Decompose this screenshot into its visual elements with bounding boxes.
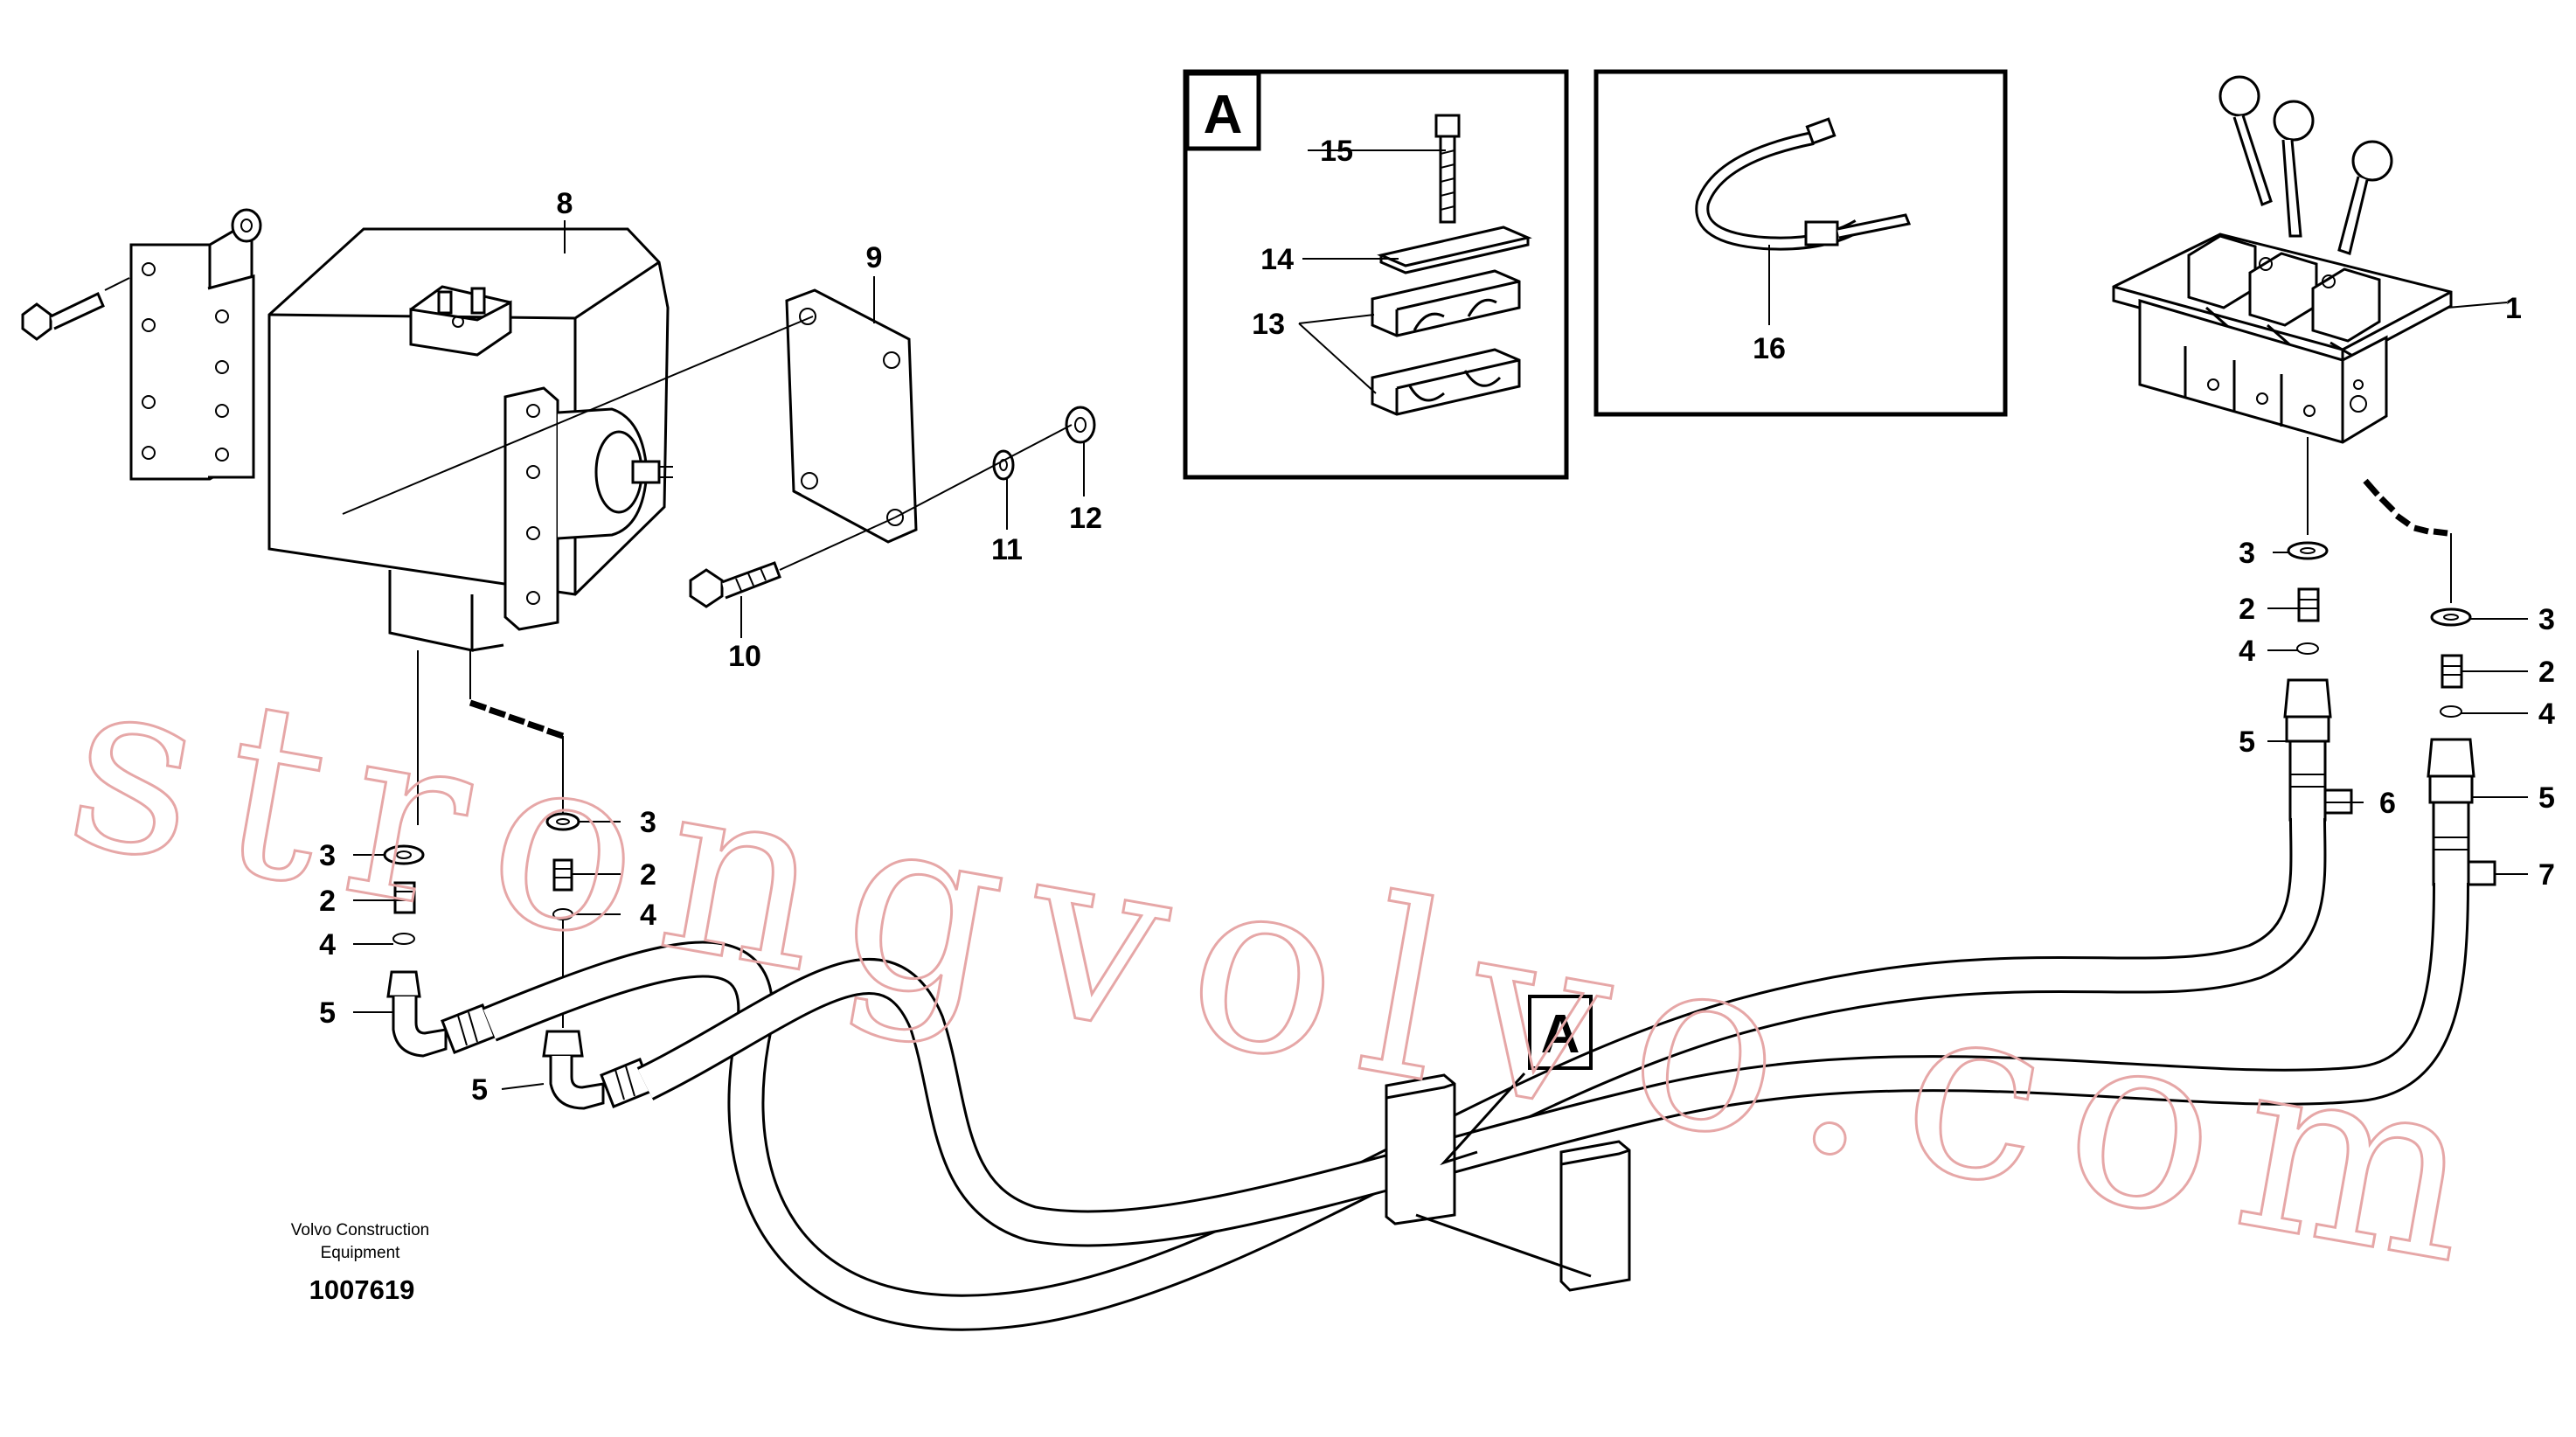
detail-marker-a-label: A — [1541, 1004, 1580, 1065]
callout-5-left-2: 5 — [471, 1073, 488, 1107]
callout-8: 8 — [557, 187, 573, 220]
caption-line-1: Volvo Construction — [291, 1221, 429, 1239]
callout-4-right-1: 4 — [2239, 635, 2255, 668]
cover-plate-9 — [785, 288, 918, 544]
callout-5-right-1: 5 — [2239, 725, 2255, 759]
cable-tie-16 — [1695, 117, 1912, 251]
clamp-half-upper-13 — [1371, 269, 1521, 337]
cable-tie-box — [1594, 69, 2008, 417]
callout-15: 15 — [1320, 135, 1353, 168]
caption-line-2: Equipment — [321, 1244, 401, 1262]
bolt-15 — [1434, 114, 1461, 224]
callout-2-right-1: 2 — [2239, 593, 2255, 626]
main-unit-8 — [267, 227, 673, 652]
callout-4-right-2: 4 — [2538, 698, 2555, 731]
nut-12 — [1065, 406, 1096, 444]
hose-clamp — [1385, 1073, 1631, 1292]
callout-16: 16 — [1753, 332, 1786, 365]
callout-labels: 8 9 10 11 12 13 14 15 16 1 3 2 4 5 3 2 4… — [319, 135, 2555, 1107]
bolt-10 — [689, 561, 781, 608]
callout-2-right-2: 2 — [2538, 656, 2555, 689]
control-valve-1 — [2112, 75, 2453, 444]
callout-11: 11 — [991, 533, 1023, 566]
callout-4-left-1: 4 — [319, 928, 336, 961]
callout-3-left-1: 3 — [319, 839, 336, 872]
drawing-number: 1007619 — [309, 1274, 415, 1305]
callout-3-right-1: 3 — [2239, 537, 2255, 570]
fitting-group-right-2 — [2363, 478, 2496, 886]
callout-1: 1 — [2505, 292, 2522, 325]
callout-5-right-2: 5 — [2538, 781, 2555, 815]
clamp-half-lower-13 — [1371, 348, 1521, 416]
callout-10: 10 — [728, 640, 761, 673]
hose-2 — [636, 882, 2469, 1247]
publisher-caption: Volvo Construction Equipment 1007619 — [291, 1221, 429, 1305]
callout-14: 14 — [1260, 243, 1294, 276]
callout-6: 6 — [2379, 787, 2396, 820]
callout-5-left-1: 5 — [319, 996, 336, 1030]
callout-2-left-2: 2 — [640, 858, 656, 892]
callout-12: 12 — [1069, 502, 1102, 535]
detail-marker-a: A — [1440, 995, 1593, 1166]
mounting-bracket — [21, 208, 262, 481]
detail-box-a: A — [1183, 69, 1569, 480]
fitting-group-left-1 — [383, 650, 565, 1058]
callout-7: 7 — [2538, 858, 2555, 892]
callout-3-left-2: 3 — [640, 806, 656, 839]
callout-13: 13 — [1252, 308, 1285, 341]
fitting-group-right-1 — [2283, 437, 2353, 822]
callout-leaders — [353, 220, 2528, 1090]
cover-plate-14 — [1377, 226, 1532, 274]
callout-2-left-1: 2 — [319, 885, 336, 918]
callout-4-left-2: 4 — [640, 899, 656, 932]
callout-9: 9 — [866, 241, 883, 274]
detail-box-a-label: A — [1204, 85, 1243, 145]
callout-3-right-2: 3 — [2538, 603, 2555, 636]
